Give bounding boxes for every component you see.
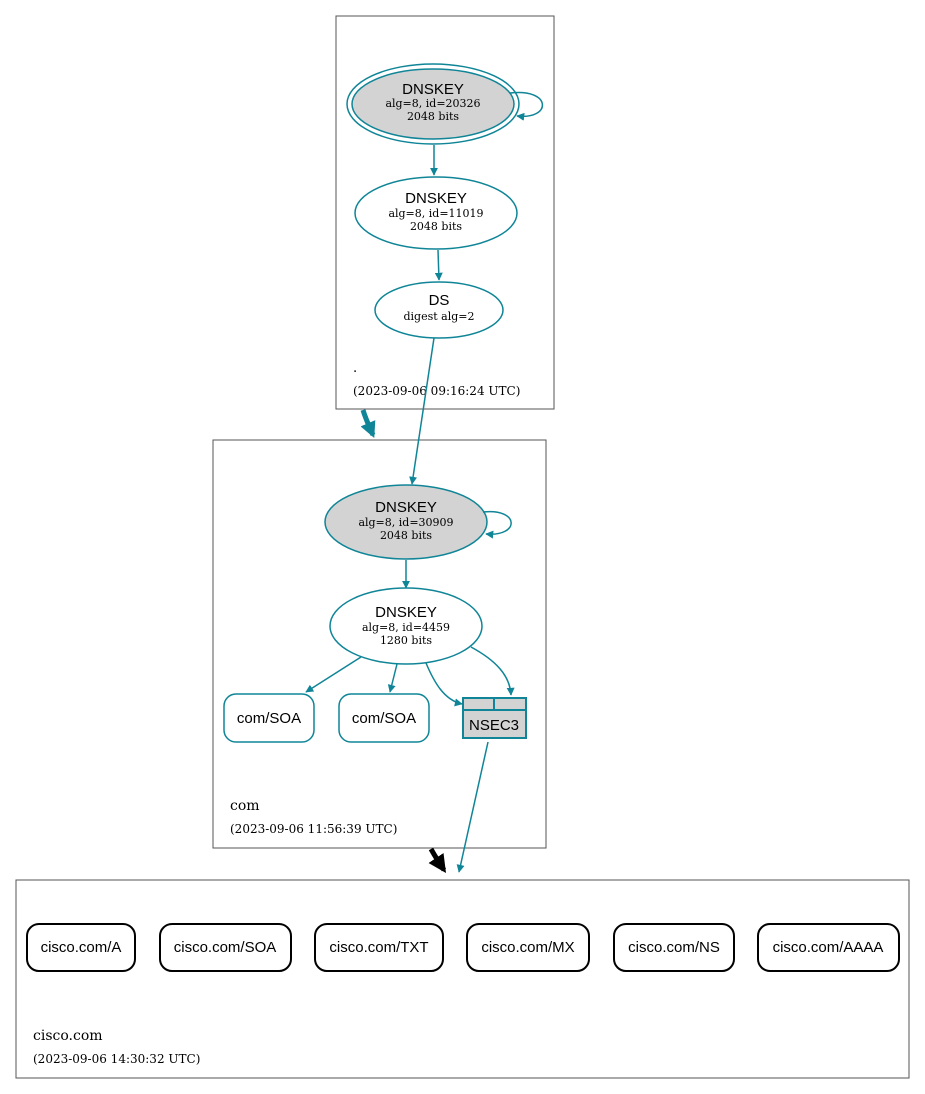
com-zsk-node[interactable]: DNSKEY alg=8, id=4459 1280 bits (329, 587, 483, 665)
zone-cisco-box (15, 879, 910, 1079)
zone-com-timestamp: (2023-09-06 11:56:39 UTC) (230, 822, 397, 836)
com-ksk-alg: alg=8, id=30909 (358, 516, 453, 529)
zone-cisco: cisco.com/A cisco.com/SOA cisco.com/TXT … (15, 879, 910, 1079)
edge-ds-to-com-ksk (409, 337, 435, 485)
zone-root-timestamp: (2023-09-06 09:16:24 UTC) (353, 384, 520, 398)
cisco-record-a[interactable]: cisco.com/A (26, 923, 136, 972)
com-ksk-node[interactable]: DNSKEY alg=8, id=30909 2048 bits (324, 484, 488, 560)
cisco-record-a-label: cisco.com/A (41, 939, 122, 956)
root-ds-type: DS (429, 292, 450, 309)
com-nsec3-label: NSEC3 (469, 717, 519, 734)
com-ksk-self-edge (482, 510, 512, 539)
com-soa-node-1[interactable]: com/SOA (223, 693, 315, 743)
edge-nsec3-to-cisco (456, 741, 489, 873)
com-soa-label-2: com/SOA (352, 710, 416, 727)
com-zsk-alg: alg=8, id=4459 (362, 621, 450, 634)
delegation-root-to-com (360, 409, 376, 438)
com-soa-node-2[interactable]: com/SOA (338, 693, 430, 743)
com-zsk-type: DNSKEY (375, 604, 437, 621)
zone-root-label: . (353, 361, 357, 376)
zone-com-label: com (230, 798, 260, 814)
root-ksk-bits: 2048 bits (407, 110, 459, 123)
zone-com: DNSKEY alg=8, id=30909 2048 bits DNSKEY … (212, 439, 547, 849)
root-ksk-node[interactable]: DNSKEY alg=8, id=20326 2048 bits (346, 63, 520, 145)
cisco-record-mx[interactable]: cisco.com/MX (466, 923, 590, 972)
root-zsk-bits: 2048 bits (410, 220, 462, 233)
root-ds-digest: digest alg=2 (403, 310, 474, 323)
root-zsk-type: DNSKEY (405, 190, 467, 207)
com-zsk-bits: 1280 bits (380, 634, 432, 647)
root-zsk-alg: alg=8, id=11019 (388, 207, 483, 220)
com-soa-label-1: com/SOA (237, 710, 301, 727)
root-ksk-alg: alg=8, id=20326 (385, 97, 480, 110)
cisco-record-ns-label: cisco.com/NS (628, 939, 720, 956)
cisco-record-txt-label: cisco.com/TXT (329, 939, 428, 956)
root-ds-node[interactable]: DS digest alg=2 (374, 281, 504, 339)
zone-cisco-timestamp: (2023-09-06 14:30:32 UTC) (33, 1052, 200, 1066)
edge-root-zsk-ds (434, 249, 443, 281)
cisco-record-aaaa[interactable]: cisco.com/AAAA (757, 923, 900, 972)
com-ksk-bits: 2048 bits (380, 529, 432, 542)
zone-cisco-label: cisco.com (33, 1028, 103, 1044)
cisco-record-ns[interactable]: cisco.com/NS (613, 923, 735, 972)
cisco-record-soa[interactable]: cisco.com/SOA (159, 923, 292, 972)
delegation-com-to-cisco (428, 847, 447, 873)
root-ksk-self-edge (509, 91, 544, 121)
cisco-record-mx-label: cisco.com/MX (481, 939, 574, 956)
edge-com-zsk-soa2 (387, 663, 398, 693)
root-zsk-node[interactable]: DNSKEY alg=8, id=11019 2048 bits (354, 176, 518, 250)
com-nsec3-node[interactable]: NSEC3 (462, 697, 527, 739)
cisco-record-aaaa-label: cisco.com/AAAA (773, 939, 884, 956)
zone-root: DNSKEY alg=8, id=20326 2048 bits DNSKEY … (335, 15, 555, 410)
cisco-record-txt[interactable]: cisco.com/TXT (314, 923, 444, 972)
edge-com-zsk-soa1 (305, 656, 362, 693)
edge-com-zsk-nsec3-b (470, 646, 515, 696)
com-ksk-type: DNSKEY (375, 499, 437, 516)
cisco-record-soa-label: cisco.com/SOA (174, 939, 277, 956)
root-ksk-type: DNSKEY (402, 81, 464, 98)
edge-com-zsk-nsec3-a (425, 662, 463, 707)
